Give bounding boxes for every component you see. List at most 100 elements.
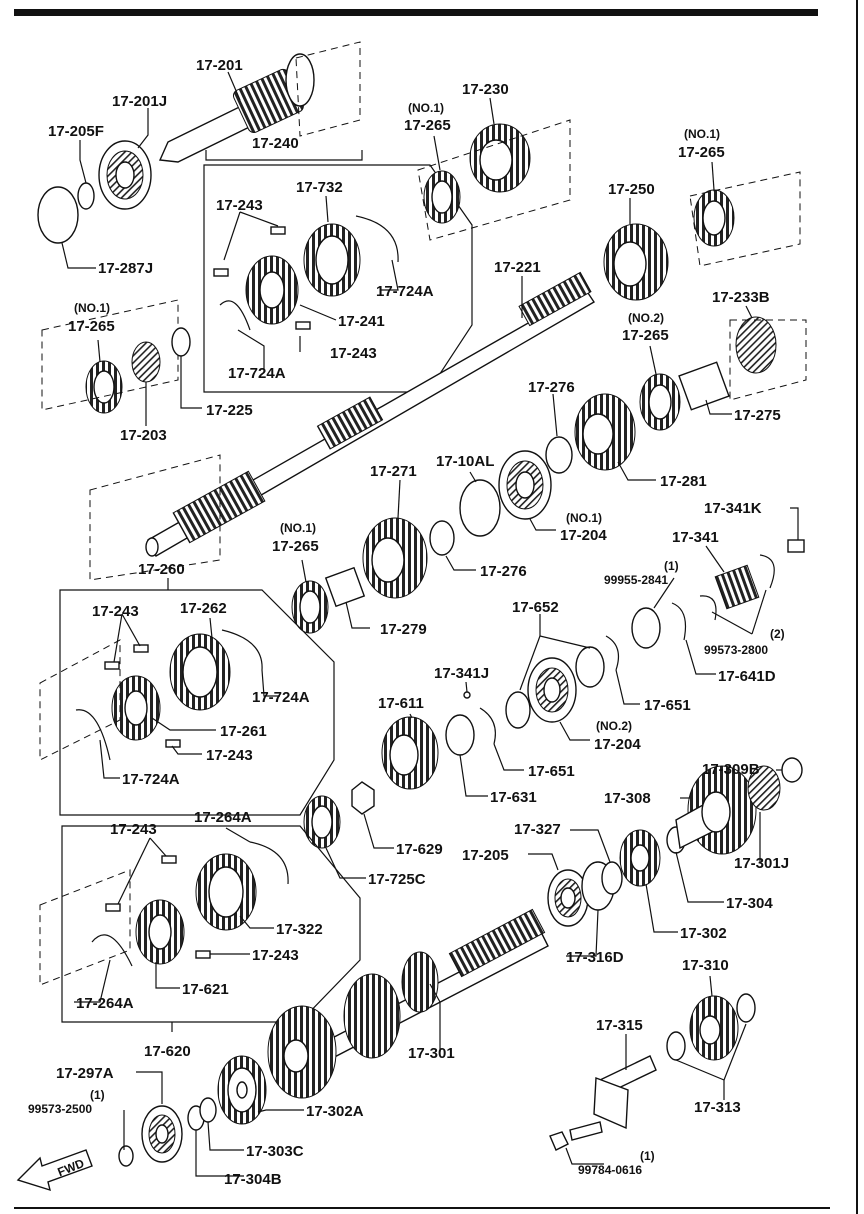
- label-17-260: 17-260: [138, 561, 185, 578]
- label-17-304: 17-304: [726, 895, 773, 912]
- label-17-262: 17-262: [180, 600, 227, 617]
- label-99784-0616: 99784-0616: [578, 1163, 642, 1177]
- dash-outline-f: [39, 639, 121, 761]
- label-17-201J: 17-201J: [112, 93, 167, 110]
- hub-17-261: [111, 675, 161, 741]
- synchro-ring-17-265-d: [639, 373, 681, 431]
- ball-17-341J: [463, 691, 471, 699]
- gear-17-302A: [217, 1055, 267, 1125]
- key-17-243-g: [161, 855, 177, 864]
- gear-17-271: [362, 517, 428, 599]
- label-17-276-b: 17-276: [480, 563, 527, 580]
- label-17-204-b: 17-204: [594, 736, 641, 753]
- label-17-641D: 17-641D: [718, 668, 776, 685]
- dash-outline-b: [689, 171, 801, 267]
- dash-outline-g: [39, 869, 131, 986]
- gear-17-611: [381, 716, 439, 790]
- label-17-265-d: 17-265: [622, 327, 669, 344]
- label-17-315: 17-315: [596, 1017, 643, 1034]
- gear-17-230: [469, 123, 531, 193]
- label-17-264A-a: 17-264A: [194, 809, 252, 826]
- mainshaft-17-221: [145, 271, 595, 557]
- gear-17-281: [574, 393, 636, 471]
- bearing-17-201J: [98, 140, 152, 210]
- synchro-ring-17-265-e: [291, 580, 329, 634]
- label-17-629: 17-629: [396, 841, 443, 858]
- label-17-652: 17-652: [512, 599, 559, 616]
- seal-99955-2841: [631, 607, 661, 649]
- key-17-243-e: [104, 661, 120, 670]
- label-17-221: 17-221: [494, 259, 541, 276]
- label-17-275: 17-275: [734, 407, 781, 424]
- label-17-631: 17-631: [490, 789, 537, 806]
- part-17-341K: [787, 539, 805, 553]
- bearing-17-204-a: [498, 450, 552, 520]
- label-17-651-b: 17-651: [528, 763, 575, 780]
- label-17-322: 17-322: [276, 921, 323, 938]
- label-no1-a: (NO.1): [408, 101, 444, 115]
- sleeve-17-322: [195, 853, 257, 931]
- bearing-17-205: [547, 869, 589, 927]
- snapring-99573-2800-a: [759, 554, 775, 589]
- key-17-243-b: [213, 268, 229, 277]
- label-17-327: 17-327: [514, 821, 561, 838]
- ring-17-652-a: [575, 646, 605, 688]
- washer-17-313-b: [736, 993, 756, 1023]
- hub-17-241: [245, 255, 299, 325]
- shim-17-287J: [37, 186, 79, 244]
- snapring-99573-2800-b: [699, 595, 717, 621]
- shaft-dash-outline: [295, 41, 361, 137]
- spring-17-724A-d: [75, 709, 111, 761]
- spring-17-724A-b: [219, 300, 251, 331]
- label-17-651-a: 17-651: [644, 697, 691, 714]
- part-labels: 17-201 17-201J 17-205F 17-287J 17-240 17…: [28, 57, 789, 1188]
- label-17-724A-c: 17-724A: [252, 689, 310, 706]
- label-17-724A-b: 17-724A: [228, 365, 286, 382]
- label-99573-2500: 99573-2500: [28, 1102, 92, 1116]
- label-17-225: 17-225: [206, 402, 253, 419]
- key-17-243-a: [270, 226, 286, 235]
- label-17-310: 17-310: [682, 957, 729, 974]
- label-17-240: 17-240: [252, 135, 299, 152]
- spring-17-724A-a: [355, 215, 399, 263]
- label-99573-2800: 99573-2800: [704, 643, 768, 657]
- label-17-621: 17-621: [182, 981, 229, 998]
- label-no2-b: (NO.2): [596, 719, 632, 733]
- label-17-309B: 17-309B: [702, 761, 760, 778]
- washer-17-313-a: [666, 1031, 686, 1061]
- label-17-304B: 17-304B: [224, 1171, 282, 1188]
- label-17-205: 17-205: [462, 847, 509, 864]
- snapring-17-225: [171, 327, 191, 357]
- label-17-297A: 17-297A: [56, 1065, 114, 1082]
- gear-17-310: [689, 995, 739, 1061]
- label-17-279: 17-279: [380, 621, 427, 638]
- label-17-341J: 17-341J: [434, 665, 489, 682]
- label-17-10AL: 17-10AL: [436, 453, 494, 470]
- label-17-341: 17-341: [672, 529, 719, 546]
- label-no1-e: (NO.1): [280, 521, 316, 535]
- synchro-ring-17-265-a: [423, 170, 461, 224]
- key-17-243-c: [295, 321, 311, 330]
- label-17-725C: 17-725C: [368, 871, 426, 888]
- ring-17-652-b: [505, 691, 531, 729]
- washer-17-276-b: [429, 520, 455, 556]
- label-no2-a: (NO.2): [628, 311, 664, 325]
- label-17-265-c: 17-265: [68, 318, 115, 335]
- spring-17-264A-b: [91, 934, 133, 967]
- label-17-243-d: 17-243: [206, 747, 253, 764]
- part-17-341: [714, 564, 760, 610]
- label-qty2: (2): [770, 627, 785, 641]
- label-17-313: 17-313: [694, 1099, 741, 1116]
- snapring-17-651-b: [479, 707, 496, 745]
- fwd-arrow-icon: FWD: [16, 1149, 93, 1192]
- label-17-341K: 17-341K: [704, 500, 762, 517]
- bearing-17-309B: [781, 757, 803, 783]
- bearing-17-204-b: [527, 657, 577, 723]
- label-17-203: 17-203: [120, 427, 167, 444]
- washer-17-276-a: [545, 436, 573, 474]
- label-17-301J: 17-301J: [734, 855, 789, 872]
- sleeve-17-262: [169, 633, 231, 711]
- key-17-243-f: [165, 739, 181, 748]
- spring-17-264A-a: [249, 841, 289, 885]
